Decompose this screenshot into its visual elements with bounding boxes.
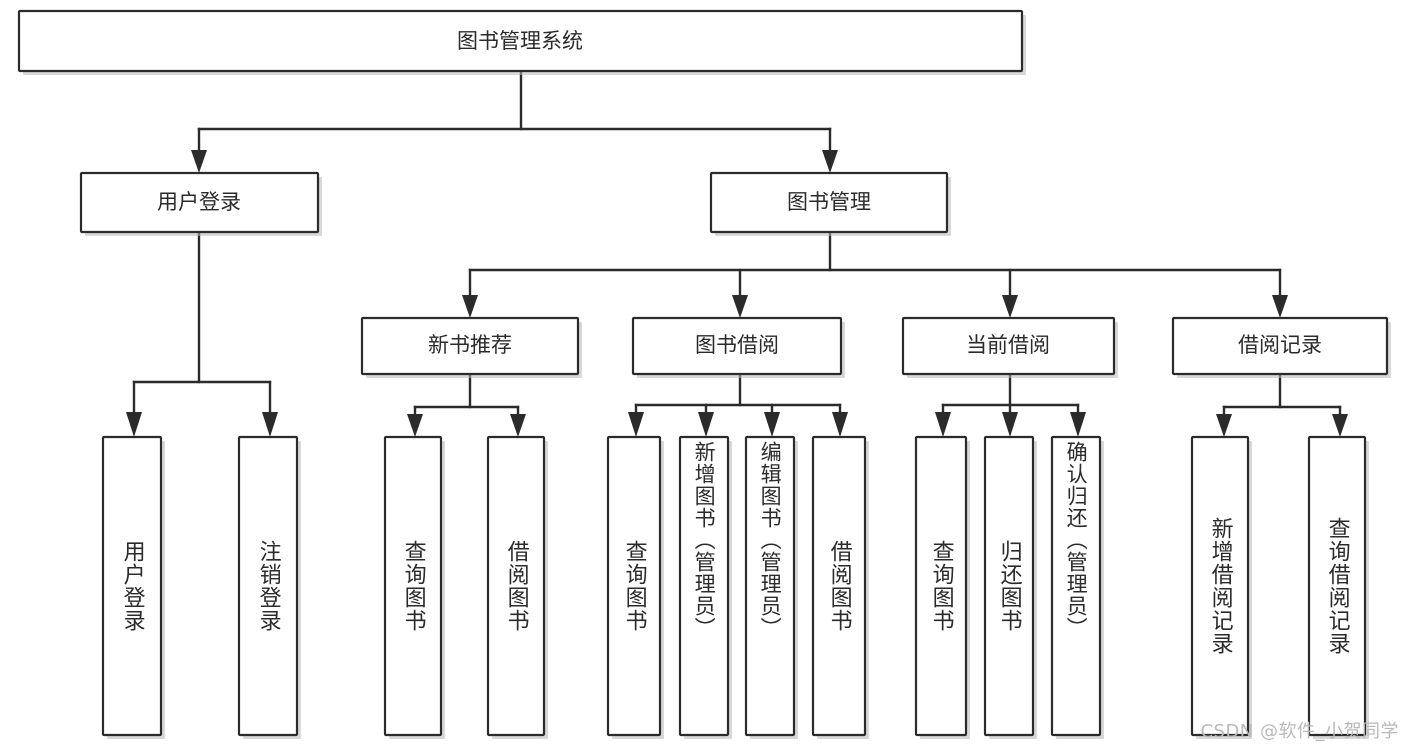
node-root[interactable]: 图书管理系统 [17, 9, 1026, 75]
node-current-borrow-label: 当前借阅 [966, 333, 1050, 357]
node-new-book-recommend-label: 新书推荐 [428, 333, 512, 357]
leaf-newbook-borrow[interactable] [486, 435, 548, 739]
node-book-borrow-label: 图书借阅 [695, 333, 779, 357]
leaf-bookborrow-borrow[interactable] [811, 435, 869, 739]
node-book-management-label: 图书管理 [787, 190, 871, 214]
leaf-bookborrow-add[interactable] [678, 435, 732, 739]
connector-currentborrow-to-leaves [935, 372, 1086, 437]
connector-newbook-to-leaves [407, 372, 526, 437]
leaf-bookborrow-edit[interactable] [744, 435, 798, 739]
leaf-currentborrow-return[interactable] [983, 435, 1037, 739]
node-user-login[interactable]: 用户登录 [79, 171, 322, 236]
node-user-login-label: 用户登录 [157, 190, 241, 214]
csdn-watermark: CSDN @软件_小贺同学 [1200, 721, 1399, 742]
connector-userlogin-to-leaves [126, 230, 278, 437]
node-new-book-recommend[interactable]: 新书推荐 [360, 316, 582, 378]
node-book-management[interactable]: 图书管理 [709, 171, 951, 236]
leaf-borrowrecord-query[interactable] [1307, 435, 1369, 739]
node-borrow-record[interactable]: 借阅记录 [1171, 316, 1391, 378]
connector-bookborrow-to-leaves [628, 372, 848, 437]
node-borrow-record-label: 借阅记录 [1238, 333, 1322, 357]
leaf-borrowrecord-add[interactable] [1190, 435, 1252, 739]
connector-level2-booksmgmt-to-level3 [462, 230, 1288, 318]
connector-borrowrecord-to-leaves [1216, 372, 1348, 437]
connector-root-to-level2 [191, 69, 838, 173]
leaf-user-login-logout[interactable] [237, 435, 301, 739]
leaf-newbook-query[interactable] [383, 435, 445, 739]
leaf-bookborrow-query[interactable] [606, 435, 664, 739]
leaf-currentborrow-query[interactable] [914, 435, 970, 739]
node-current-borrow[interactable]: 当前借阅 [901, 316, 1118, 378]
leaf-currentborrow-confirm[interactable] [1050, 435, 1104, 739]
node-book-borrow[interactable]: 图书借阅 [631, 316, 845, 378]
node-root-label: 图书管理系统 [457, 29, 583, 53]
leaf-user-login-login[interactable] [101, 435, 165, 739]
